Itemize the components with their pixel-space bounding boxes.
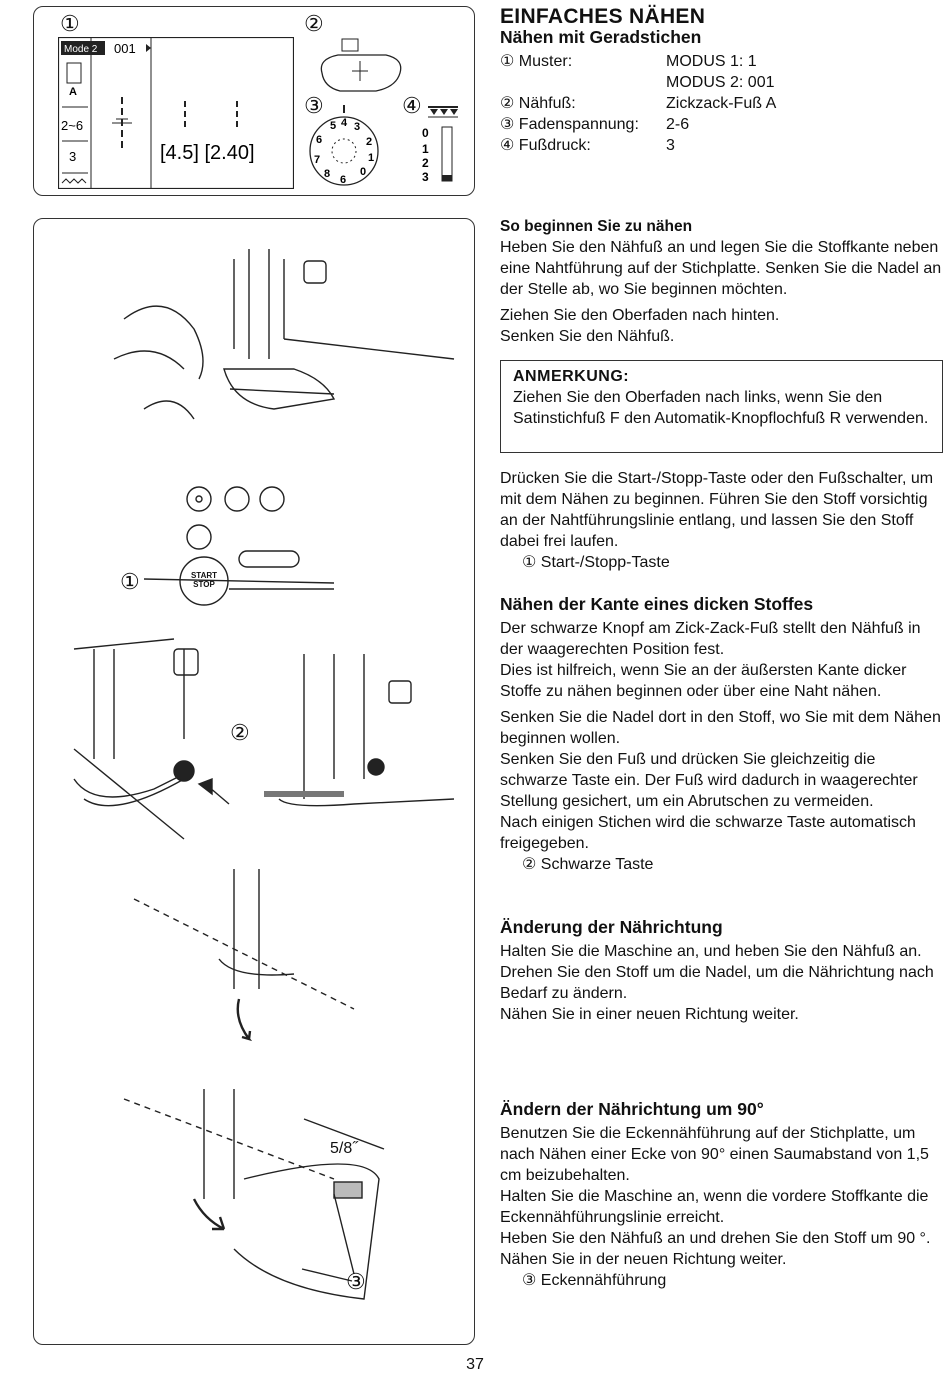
section-begin-heading: So beginnen Sie zu nähen <box>500 218 693 235</box>
section-begin: So beginnen Sie zu nähen Heben Sie den N… <box>500 216 942 347</box>
lcd-pressure-value: 3 <box>69 149 76 164</box>
spec-value: 2-6 <box>666 116 690 133</box>
note-title: ANMERKUNG: <box>513 368 630 385</box>
presser-foot-icon <box>320 38 402 92</box>
start-stop-button-graphic: START STOP <box>182 571 226 589</box>
corner-paragraph-3: Heben Sie den Nähfuß an und drehen Sie d… <box>500 1230 931 1247</box>
thick-paragraph-1: Der schwarze Knopf am Zick-Zack-Fuß stel… <box>500 620 921 658</box>
section-thick: Nähen der Kante eines dicken Stoffes Der… <box>500 594 942 875</box>
begin-paragraph-3: Senken Sie den Nähfuß. <box>500 328 675 345</box>
page-title: EINFACHES NÄHEN <box>500 5 706 28</box>
corner-legend: ③ Eckennähführung <box>522 1272 667 1289</box>
callout-2: ② <box>304 11 324 36</box>
lcd-stitch-values: [4.5] [2.40] <box>160 142 255 164</box>
start-label: START <box>190 571 218 580</box>
spec-label: ③ Fadenspannung: <box>500 116 639 133</box>
spec-value: MODUS 2: 001 <box>666 74 775 91</box>
begin-paragraph-1: Heben Sie den Nähfuß an und legen Sie di… <box>500 239 942 298</box>
section-direction: Änderung der Nährichtung Halten Sie die … <box>500 917 942 1025</box>
lcd-foot-letter: A <box>69 86 77 98</box>
svg-text:4: 4 <box>341 117 348 129</box>
lcd-display: Mode 2 001 A 2~6 3 [4.5] [2.40] <box>58 37 294 189</box>
svg-text:7: 7 <box>314 154 320 166</box>
svg-text:1: 1 <box>422 142 429 156</box>
callout-1: ① <box>60 11 80 36</box>
section-begin-cont: Drücken Sie die Start-/Stopp-Taste oder … <box>500 468 942 573</box>
svg-text:5: 5 <box>330 120 336 132</box>
lcd-tension-range: 2~6 <box>61 118 83 133</box>
section-corner: Ändern der Nährichtung um 90° Benutzen S… <box>500 1099 942 1291</box>
begin-paragraph-2: Ziehen Sie den Oberfaden nach hinten. <box>500 307 780 324</box>
svg-text:3: 3 <box>422 170 429 184</box>
spec-label <box>500 72 666 93</box>
begin-legend: ① Start-/Stopp-Taste <box>522 554 670 571</box>
spec-value: MODUS 1: 1 <box>666 53 757 70</box>
note-box: ANMERKUNG: Ziehen Sie den Oberfaden nach… <box>500 360 943 453</box>
stop-label: STOP <box>193 580 215 589</box>
svg-text:6: 6 <box>316 134 322 146</box>
spec-table: ① Muster: MODUS 1: 1 MODUS 2: 001 ② Nähfu… <box>500 51 942 156</box>
section-direction-heading: Änderung der Nährichtung <box>500 917 723 937</box>
page-subtitle: Nähen mit Geradstichen <box>500 27 702 47</box>
thick-paragraph-2: Dies ist hilfreich, wenn Sie an der äuße… <box>500 662 907 700</box>
callout-3: ③ <box>304 93 324 118</box>
svg-text:8: 8 <box>324 168 330 180</box>
illustration-panel: ① START STOP ② 5/8˝ ③ <box>33 218 475 1345</box>
callout-corner-guide: ③ <box>346 1269 366 1294</box>
svg-text:6: 6 <box>340 174 346 186</box>
section-thick-heading: Nähen der Kante eines dicken Stoffes <box>500 594 814 614</box>
thick-paragraph-5: Nach einigen Stichen wird die schwarze T… <box>500 814 916 852</box>
direction-paragraph-1: Halten Sie die Maschine an, und heben Si… <box>500 943 922 960</box>
svg-text:2: 2 <box>422 156 429 170</box>
begin-paragraph-4: Drücken Sie die Start-/Stopp-Taste oder … <box>500 470 934 550</box>
section-corner-heading: Ändern der Nährichtung um 90° <box>500 1099 764 1119</box>
corner-paragraph-2: Halten Sie die Maschine an, wenn die vor… <box>500 1188 929 1226</box>
svg-text:3: 3 <box>354 121 360 133</box>
mode-badge: Mode 2 <box>64 44 98 55</box>
header-block: EINFACHES NÄHEN Nähen mit Geradstichen ①… <box>500 6 942 156</box>
page-number: 37 <box>466 1356 484 1373</box>
corner-paragraph-4: Nähen Sie in der neuen Richtung weiter. <box>500 1251 787 1268</box>
thick-paragraph-4: Senken Sie den Fuß und drücken Sie gleic… <box>500 751 918 810</box>
spec-label: ④ Fußdruck: <box>500 137 591 154</box>
spec-value: 3 <box>666 137 675 154</box>
pattern-number: 001 <box>114 41 136 56</box>
spec-value: Zickzack-Fuß A <box>666 95 777 112</box>
callout-black-button: ② <box>230 720 250 745</box>
spec-label: ② Nähfuß: <box>500 95 576 112</box>
svg-text:0: 0 <box>422 126 429 140</box>
callout-4: ④ <box>402 93 422 118</box>
callout-start-stop: ① <box>120 569 140 594</box>
svg-text:1: 1 <box>368 152 374 164</box>
thick-legend: ② Schwarze Taste <box>522 856 654 873</box>
thick-paragraph-3: Senken Sie die Nadel dort in den Stoff, … <box>500 709 941 747</box>
svg-text:2: 2 <box>366 136 372 148</box>
top-figure-panel: ① ② ③ ④ Mode 2 001 A 2~6 3 [4.5] [2.40] … <box>33 6 475 196</box>
corner-paragraph-1: Benutzen Sie die Eckennähführung auf der… <box>500 1125 929 1184</box>
foot-pressure-scale-icon: 0 1 2 3 <box>422 106 458 184</box>
seam-allowance-mark: 5/8˝ <box>330 1140 358 1157</box>
direction-paragraph-3: Nähen Sie in einer neuen Richtung weiter… <box>500 1006 799 1023</box>
direction-paragraph-2: Drehen Sie den Stoff um die Nadel, um di… <box>500 964 934 1002</box>
illustration-art <box>73 249 455 1300</box>
note-text: Ziehen Sie den Oberfaden nach links, wen… <box>513 389 929 427</box>
tension-dial-icon: 5 4 3 2 1 0 6 7 8 6 <box>309 105 379 186</box>
spec-label: ① Muster: <box>500 53 573 70</box>
svg-text:0: 0 <box>360 166 366 178</box>
